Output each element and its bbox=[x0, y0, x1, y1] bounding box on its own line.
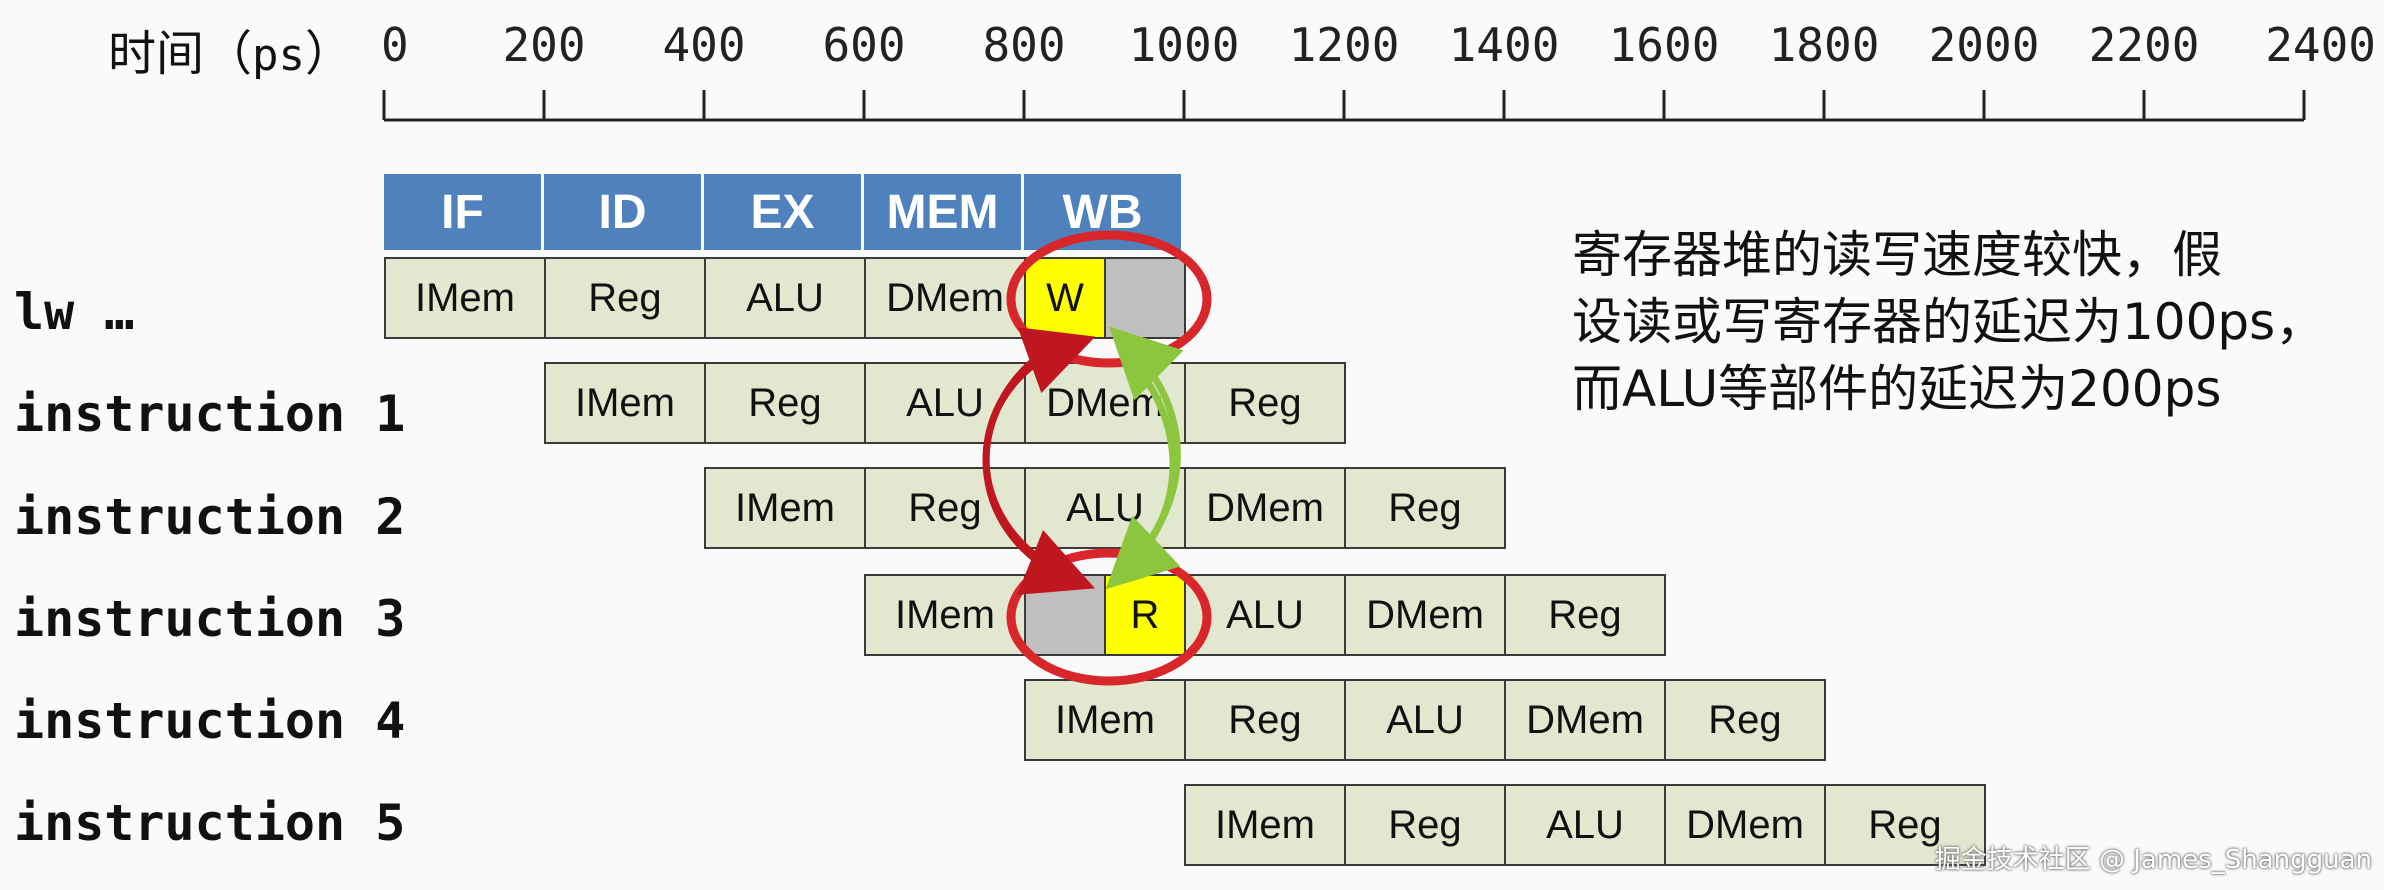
row-label: instruction 3 bbox=[14, 590, 406, 648]
latency-note-line-2: 设读或写寄存器的延迟为100ps， bbox=[1572, 293, 2326, 351]
row-label: lw … bbox=[14, 283, 135, 341]
time-axis-tick-label: 1200 bbox=[1288, 18, 1400, 72]
watermark: 掘金技术社区 @ James_Shangguan bbox=[1934, 845, 2372, 875]
stage-cell-reg: Reg bbox=[1824, 784, 1986, 866]
stage-cell-dmem: DMem bbox=[864, 257, 1026, 339]
stage-cell-imem: IMem bbox=[384, 257, 546, 339]
time-axis-tick-label: 2400 bbox=[2265, 18, 2376, 72]
stage-cell-reg: Reg bbox=[1184, 362, 1346, 444]
stage-cell-alu: ALU bbox=[864, 362, 1026, 444]
stage-cell-imem: IMem bbox=[544, 362, 706, 444]
stage-cell-imem: IMem bbox=[1184, 784, 1346, 866]
time-axis-tick-label: 0 bbox=[381, 18, 409, 72]
stage-cell-imem: IMem bbox=[704, 467, 866, 549]
stage-header-ex: EX bbox=[704, 174, 864, 250]
latency-note: 寄存器堆的读写速度较快，假 设读或写寄存器的延迟为100ps， 而ALU等部件的… bbox=[1572, 222, 2384, 423]
stage-header-wb: WB bbox=[1024, 174, 1184, 250]
time-axis-tick-label: 1400 bbox=[1448, 18, 1560, 72]
stage-cell-dmem: DMem bbox=[1664, 784, 1826, 866]
time-axis-tick-label: 2200 bbox=[2088, 18, 2200, 72]
stage-cell-imem: IMem bbox=[1024, 679, 1186, 761]
stage-header-if: IF bbox=[384, 174, 544, 250]
stage-cell-reg: Reg bbox=[704, 362, 866, 444]
stage-cell-reg: Reg bbox=[1184, 679, 1346, 761]
latency-note-line-1: 寄存器堆的读写速度较快，假 bbox=[1572, 226, 2222, 284]
stage-header-mem: MEM bbox=[864, 174, 1024, 250]
time-axis-tick-label: 1600 bbox=[1608, 18, 1720, 72]
row-label: instruction 4 bbox=[14, 692, 406, 750]
time-axis-tick-label: 1000 bbox=[1128, 18, 1240, 72]
time-axis-tick-label: 200 bbox=[502, 18, 586, 72]
stage-cell-reg: Reg bbox=[1344, 784, 1506, 866]
stage-cell-w: W bbox=[1024, 257, 1106, 339]
stage-cell-reg: Reg bbox=[1664, 679, 1826, 761]
time-axis-tick-label: 600 bbox=[822, 18, 906, 72]
time-axis-tick-label: 1800 bbox=[1768, 18, 1880, 72]
stage-cell-alu: ALU bbox=[1184, 574, 1346, 656]
stage-cell-reg: Reg bbox=[864, 467, 1026, 549]
time-axis-title-unit: ps bbox=[252, 30, 305, 81]
stage-cell-dmem: DMem bbox=[1504, 679, 1666, 761]
stage-cell-reg: Reg bbox=[1504, 574, 1666, 656]
stage-cell-dmem: DMem bbox=[1184, 467, 1346, 549]
time-axis-title-text: 时间（ bbox=[108, 26, 253, 82]
stage-cell-alu: ALU bbox=[1024, 467, 1186, 549]
stage-header-id: ID bbox=[544, 174, 704, 250]
stage-cell-reg: Reg bbox=[544, 257, 706, 339]
stage-cell-imem: IMem bbox=[864, 574, 1026, 656]
stage-cell-alu: ALU bbox=[704, 257, 866, 339]
stage-cell-alu: ALU bbox=[1504, 784, 1666, 866]
time-axis-tick-label: 2000 bbox=[1928, 18, 2040, 72]
latency-note-line-3: 而ALU等部件的延迟为200ps bbox=[1572, 360, 2222, 418]
time-axis-title-close: ） bbox=[305, 26, 354, 82]
stage-cell-alu: ALU bbox=[1344, 679, 1506, 761]
time-axis-title: 时间（ps） bbox=[108, 14, 353, 84]
stage-cell-dmem: DMem bbox=[1344, 574, 1506, 656]
row-label: instruction 5 bbox=[14, 794, 406, 852]
stage-cell-dmem: DMem bbox=[1024, 362, 1186, 444]
row-label: instruction 1 bbox=[14, 385, 406, 443]
stage-cell-idle bbox=[1104, 257, 1186, 339]
stage-cell-idle bbox=[1024, 574, 1106, 656]
stage-cell-r: R bbox=[1104, 574, 1186, 656]
time-axis-tick-label: 400 bbox=[662, 18, 746, 72]
row-label: instruction 2 bbox=[14, 488, 406, 546]
stage-cell-reg: Reg bbox=[1344, 467, 1506, 549]
time-axis-tick-label: 800 bbox=[982, 18, 1066, 72]
